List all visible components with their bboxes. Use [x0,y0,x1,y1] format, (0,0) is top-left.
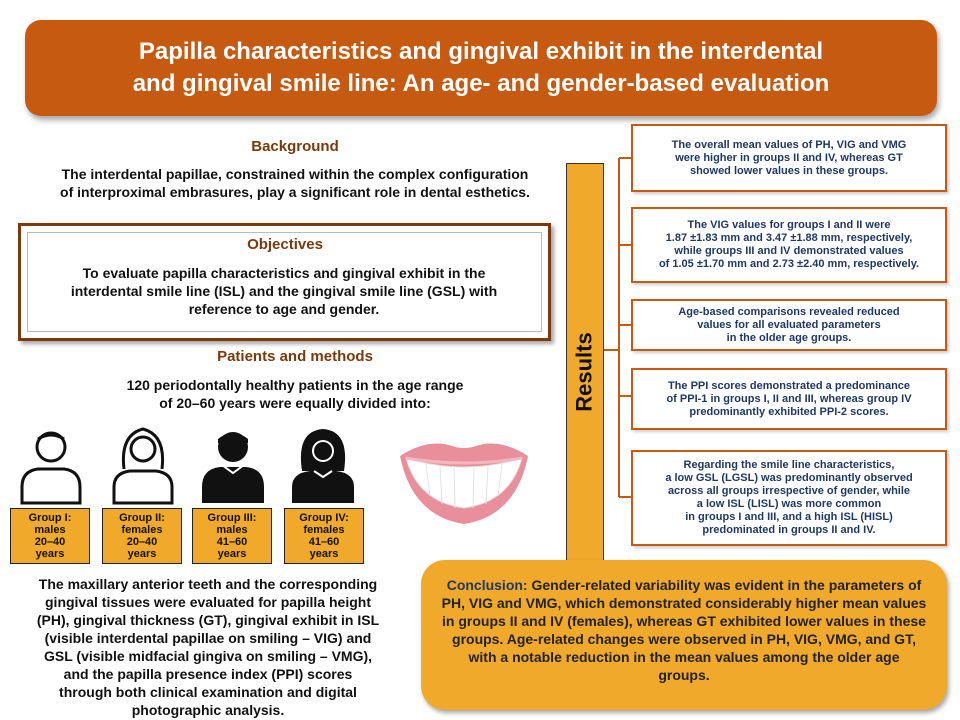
person-filled-male-icon [202,432,264,503]
group-age-range: 41–60 [216,536,248,548]
group-sex: males [34,524,66,536]
result-text-line: Age-based comparisons revealed reduced [678,305,900,318]
result-text-line: of 1.05 ±1.70 mm and 2.73 ±2.40 mm, resp… [658,258,920,270]
conclusion-box: Conclusion: Gender-related variability w… [421,560,947,710]
methods-intro: 120 periodontally healthy patients in th… [60,376,530,412]
conclusion-text: Gender-related variability was evident i… [441,577,927,683]
group-age-range: 20–40 [126,536,158,548]
result-text: The PPI scores demonstrated a predominan… [658,380,919,419]
result-text: The overall mean values of PH, VIG and V… [664,139,915,178]
methods-description-line: gingival tissues were evaluated for papi… [45,594,371,610]
group-name: Group IV: [299,512,349,524]
title-line-2: and gingival smile line: An age- and gen… [132,70,830,97]
methods-description-line: (PH), gingival thickness (GT), gingival … [36,612,380,628]
group-box-2: Group II: females 20–40 years [102,508,182,564]
result-text-line: while groups III and IV demonstrated val… [674,245,904,257]
result-text: Regarding the smile line characteristics… [657,459,920,537]
result-text-line: The overall mean values of PH, VIG and V… [671,138,907,151]
objectives-text-line: reference to age and gender. [188,301,380,317]
methods-description-line: GSL (visible midfacial gingiva on smilin… [43,648,373,664]
result-text-line: Regarding the smile line characteristics… [683,459,895,471]
background-text-line: of interproximal embrasures, play a sign… [60,184,530,200]
result-text: Age-based comparisons revealed reduced v… [670,306,907,345]
group-box-4: Group IV: females 41–60 years [284,508,364,564]
results-label: Results [572,331,598,412]
group-age-unit: years [217,548,247,560]
methods-description-line: and the papilla presence index (PPI) sco… [63,666,353,682]
methods-intro-line: 120 periodontally healthy patients in th… [126,377,464,393]
objectives-heading: Objectives [247,236,323,253]
result-text-line: in the older age groups. [726,331,852,344]
group-box-1: Group I: males 20–40 years [10,508,90,564]
result-item-1: The overall mean values of PH, VIG and V… [631,124,947,192]
objectives-text: To evaluate papilla characteristics and … [24,264,544,318]
result-text-line: a low GSL (LGSL) was predominantly obser… [665,472,913,484]
objectives-inner-border [27,232,542,332]
methods-description-line: The maxillary anterior teeth and the cor… [38,576,378,592]
background-heading: Background [251,138,339,155]
result-text-line: in groups I and III, and a high ISL (HIS… [685,511,893,523]
result-text: The VIG values for groups I and II were … [651,219,927,271]
group-name: Group III: [207,512,257,524]
result-item-4: The PPI scores demonstrated a predominan… [631,368,947,430]
result-text-line: showed lower values in these groups. [689,164,889,177]
conclusion-label: Conclusion: [446,577,528,593]
person-outline-male-icon [20,431,82,505]
background-text: The interdental papillae, constrained wi… [10,165,580,201]
result-text-line: values for all evaluated parameters [697,318,881,331]
group-age-unit: years [35,548,65,560]
background-text-line: The interdental papillae, constrained wi… [61,166,529,182]
result-text-line: The PPI scores demonstrated a predominan… [667,379,911,392]
title-banner: Papilla characteristics and gingival exh… [25,20,937,116]
result-item-2: The VIG values for groups I and II were … [631,207,947,283]
result-text-line: predominated in groups II and IV. [702,524,876,536]
person-outline-female-icon [112,427,174,505]
group-name: Group II: [119,512,165,524]
group-sex: females [303,524,345,536]
result-text-line: a low ISL (LISL) was more common [696,498,882,510]
group-age-range: 20–40 [34,536,66,548]
result-text-line: 1.87 ±1.83 mm and 3.47 ±1.88 mm, respect… [665,232,913,244]
methods-heading: Patients and methods [217,348,373,365]
group-sex: males [216,524,248,536]
title-line-1: Papilla characteristics and gingival exh… [138,38,824,65]
group-sex: females [121,524,163,536]
methods-description: The maxillary anterior teeth and the cor… [8,575,408,719]
results-connector-lines [604,157,632,498]
objectives-text-line: To evaluate papilla characteristics and … [82,265,486,281]
smile-illustration [400,443,528,524]
methods-description-line: through both clinical examination and di… [59,684,357,700]
methods-description-line: photographic analysis. [131,702,285,718]
group-box-3: Group III: males 41–60 years [192,508,272,564]
result-text-line: of PPI-1 in groups I, II and III, wherea… [666,392,912,405]
methods-description-line: (visible interdental papillae on smiling… [44,630,372,646]
group-age-unit: years [127,548,157,560]
objectives-box [18,223,551,341]
group-name: Group I: [28,512,72,524]
result-text-line: predominantly exhibited PPI-2 scores. [689,405,889,418]
result-item-5: Regarding the smile line characteristics… [631,450,947,546]
results-tab: Results [566,163,604,580]
group-age-unit: years [309,548,339,560]
result-text-line: across all groups irrespective of gender… [667,485,911,497]
result-text-line: The VIG values for groups I and II were [687,219,891,231]
methods-intro-line: of 20–60 years were equally divided into… [159,395,431,411]
objectives-text-line: interdental smile line (ISL) and the gin… [70,283,498,299]
person-filled-female-icon [292,429,354,503]
group-age-range: 41–60 [308,536,340,548]
result-text-line: were higher in groups II and IV, whereas… [675,151,903,164]
result-item-3: Age-based comparisons revealed reduced v… [631,299,947,351]
